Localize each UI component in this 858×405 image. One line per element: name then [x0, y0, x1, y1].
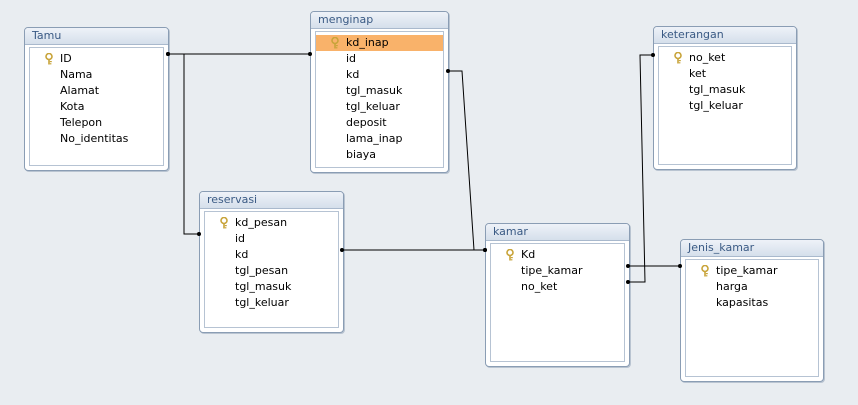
field-row[interactable]: kapasitas [686, 295, 818, 311]
field-name: biaya [346, 148, 377, 161]
field-name: Kota [60, 100, 85, 113]
table-title[interactable]: Jenis_kamar [681, 240, 823, 257]
field-row[interactable]: no_ket [659, 50, 791, 66]
field-list[interactable]: Kd tipe_kamar no_ket [490, 243, 625, 362]
field-row[interactable]: tgl_masuk [316, 83, 443, 99]
table-title[interactable]: Tamu [25, 28, 168, 45]
field-name: harga [716, 280, 748, 293]
field-name: kd [235, 248, 249, 261]
table-title[interactable]: menginap [311, 12, 448, 29]
field-row[interactable]: no_ket [491, 279, 624, 295]
field-name: no_ket [521, 280, 558, 293]
field-name: tgl_keluar [346, 100, 400, 113]
field-row[interactable]: biaya [316, 147, 443, 163]
primary-key-icon [220, 217, 228, 229]
table-title[interactable]: reservasi [200, 192, 343, 209]
primary-key-icon [45, 53, 53, 65]
field-name: id [235, 232, 246, 245]
primary-key-icon [331, 37, 339, 49]
primary-key-icon [506, 249, 514, 261]
field-row[interactable]: deposit [316, 115, 443, 131]
table-title[interactable]: keterangan [654, 27, 796, 44]
field-row[interactable]: kd_inap [316, 35, 443, 51]
field-row[interactable]: ID [30, 51, 163, 67]
field-row[interactable]: ket [659, 66, 791, 82]
field-name: tgl_masuk [346, 84, 403, 97]
field-name: Telepon [60, 116, 103, 129]
field-name: tgl_pesan [235, 264, 289, 277]
table-title[interactable]: kamar [486, 224, 629, 241]
table-kamar[interactable]: kamar Kd tipe_kamar no_ket [485, 223, 630, 367]
field-name: kd [346, 68, 360, 81]
field-row[interactable]: tipe_kamar [491, 263, 624, 279]
field-name: No_identitas [60, 132, 129, 145]
field-name: deposit [346, 116, 387, 129]
field-row[interactable]: Alamat [30, 83, 163, 99]
field-name: no_ket [689, 51, 726, 64]
field-name: kd_pesan [235, 216, 288, 229]
field-row[interactable]: kd [205, 247, 338, 263]
field-name: tipe_kamar [521, 264, 583, 277]
field-row[interactable]: tgl_masuk [205, 279, 338, 295]
primary-key-icon [701, 265, 709, 277]
field-name: tgl_masuk [235, 280, 292, 293]
field-name: ID [60, 52, 72, 65]
field-name: tgl_keluar [689, 99, 743, 112]
primary-key-icon [674, 52, 682, 64]
field-row[interactable]: tgl_masuk [659, 82, 791, 98]
field-name: id [346, 52, 357, 65]
field-name: Nama [60, 68, 93, 81]
field-row[interactable]: lama_inap [316, 131, 443, 147]
field-row[interactable]: kd [316, 67, 443, 83]
field-row[interactable]: kd_pesan [205, 215, 338, 231]
field-name: kd_inap [346, 36, 389, 49]
field-row[interactable]: tgl_keluar [205, 295, 338, 311]
field-name: tgl_keluar [235, 296, 289, 309]
field-row[interactable]: tipe_kamar [686, 263, 818, 279]
field-name: tipe_kamar [716, 264, 778, 277]
field-row[interactable]: id [316, 51, 443, 67]
field-row[interactable]: tgl_pesan [205, 263, 338, 279]
field-row[interactable]: Telepon [30, 115, 163, 131]
field-row[interactable]: Nama [30, 67, 163, 83]
field-name: lama_inap [346, 132, 403, 145]
field-name: Kd [521, 248, 536, 261]
field-row[interactable]: Kota [30, 99, 163, 115]
field-name: ket [689, 67, 707, 80]
field-name: Alamat [60, 84, 100, 97]
field-row[interactable]: Kd [491, 247, 624, 263]
field-row[interactable]: tgl_keluar [659, 98, 791, 114]
field-name: kapasitas [716, 296, 769, 309]
field-row[interactable]: id [205, 231, 338, 247]
field-row[interactable]: No_identitas [30, 131, 163, 147]
field-name: tgl_masuk [689, 83, 746, 96]
field-row[interactable]: tgl_keluar [316, 99, 443, 115]
field-row[interactable]: harga [686, 279, 818, 295]
